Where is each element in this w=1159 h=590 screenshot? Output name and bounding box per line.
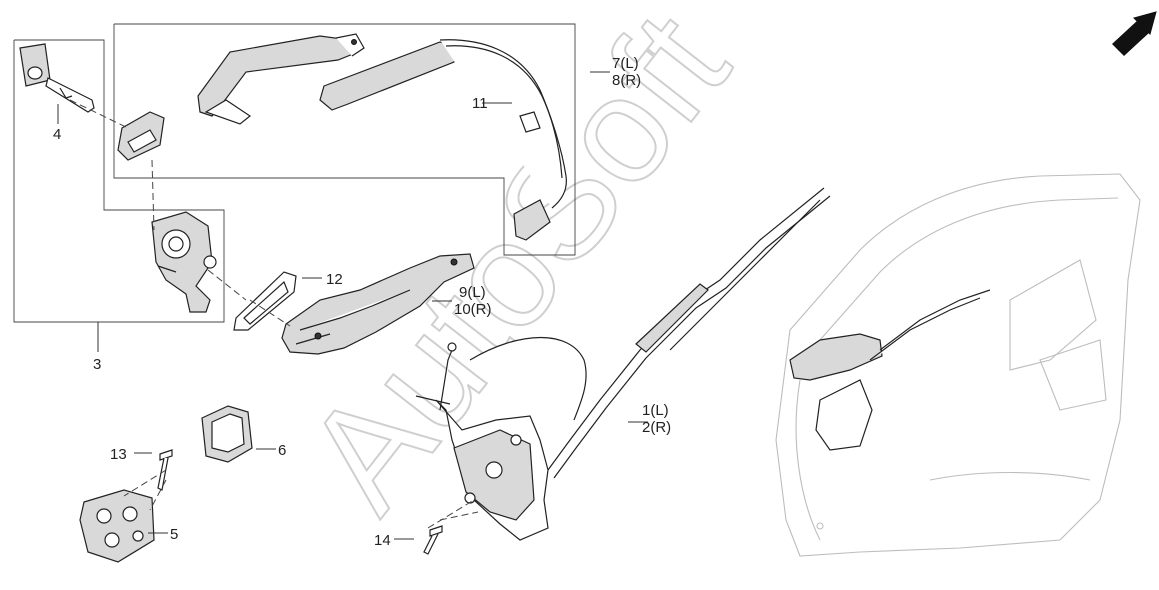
assembly-guide-lines (69, 99, 479, 529)
handle-gasket-part (233, 271, 297, 331)
lock-cylinder-part (151, 211, 217, 313)
front-direction-arrow-icon (1112, 11, 1157, 56)
callout-13: 13 (110, 446, 127, 463)
callout-7: 7(L) (612, 55, 639, 72)
key-part (19, 43, 95, 113)
callout-6: 6 (278, 442, 286, 459)
callout-4: 4 (53, 126, 61, 143)
callout-12: 12 (326, 271, 343, 288)
handle-harness-part (319, 39, 567, 241)
callout-5: 5 (170, 526, 178, 543)
callout-2: 2(R) (642, 419, 671, 436)
callout-10: 10(R) (454, 301, 492, 318)
outside-handle-part (197, 33, 365, 125)
callout-1: 1(L) (642, 402, 669, 419)
handle-end-cap-part (117, 111, 165, 161)
handle-carrier-part (281, 253, 475, 355)
callout-9: 9(L) (459, 284, 486, 301)
screw-14-part (423, 525, 443, 555)
lock-cylinder-group-box (13, 39, 225, 323)
seal-pad-part (201, 405, 253, 463)
leader-lines (57, 71, 648, 540)
screw-13-part (157, 449, 173, 491)
callout-labels: 1(L) 2(R) 3 4 5 6 7(L) 8(R) 9(L) 10(R) 1… (53, 55, 671, 549)
cover-plate-part (79, 489, 155, 563)
handle-group-box (113, 23, 576, 256)
door-location-view (775, 173, 1141, 557)
callout-3: 3 (93, 356, 101, 373)
callout-8: 8(R) (612, 72, 641, 89)
callout-14: 14 (374, 532, 391, 549)
door-lock-actuator-part (415, 187, 831, 541)
callout-11: 11 (472, 95, 488, 112)
